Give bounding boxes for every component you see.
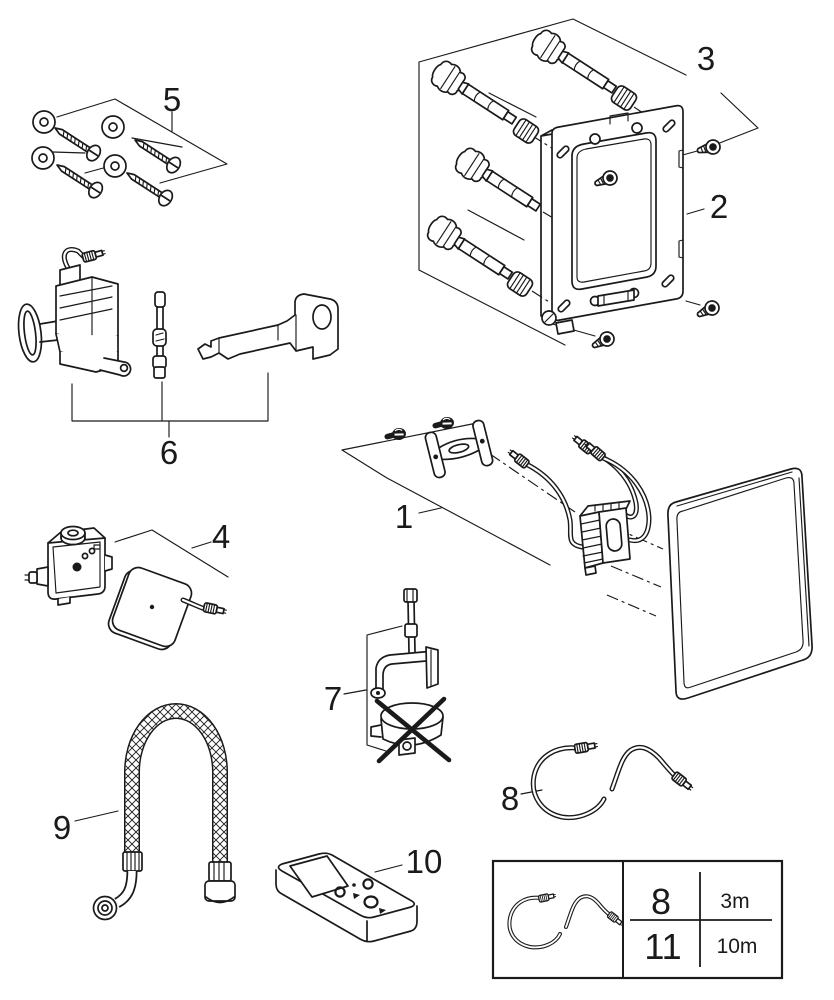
part7-clamp <box>370 588 439 699</box>
part1-cover-plate <box>667 467 813 700</box>
frame-screw <box>588 328 618 353</box>
cable-icon <box>507 891 626 950</box>
remote-button <box>363 895 379 909</box>
screw <box>121 165 176 210</box>
part3-threaded-bolt <box>422 211 536 299</box>
callout-2: 2 <box>710 188 728 225</box>
legend-table: 8 3m 11 10m <box>491 859 784 980</box>
part8-cable <box>520 739 696 821</box>
legend-ref-11: 11 <box>644 926 681 967</box>
legend-ref-8: 8 <box>651 881 671 922</box>
remote-arrow-button <box>353 893 360 899</box>
remote-button <box>362 878 374 890</box>
callout-9: 9 <box>53 809 71 846</box>
callout-8: 8 <box>501 780 519 817</box>
legend-table-grid <box>630 872 772 967</box>
callout-7: 7 <box>324 680 342 717</box>
part6-bracket <box>197 293 339 360</box>
callout-5: 5 <box>163 81 181 118</box>
callout-10-tick <box>374 864 403 873</box>
part3-threaded-bolt <box>526 25 640 113</box>
part1-sensor-cables <box>505 432 652 550</box>
callout-1: 1 <box>395 498 413 535</box>
callout-6: 6 <box>160 434 178 471</box>
part2-part3-frame-group <box>418 18 759 353</box>
screw <box>51 157 106 202</box>
part7-group <box>343 588 452 764</box>
washer <box>31 146 55 170</box>
part10-remote <box>275 852 418 943</box>
callout-9-tick <box>74 810 119 822</box>
legend-length-3m: 3m <box>720 890 749 913</box>
part1-axis-dashes <box>489 453 664 617</box>
part2-mounting-frame <box>540 104 684 335</box>
part7-leader-lines <box>343 625 403 752</box>
callout-2-tick <box>686 208 705 215</box>
remote-arrow-button <box>379 908 386 914</box>
part1-dogbone-bracket <box>424 419 494 479</box>
washer <box>101 115 125 139</box>
frame-screw <box>693 297 723 322</box>
callout-10: 10 <box>406 843 443 880</box>
callout-4: 4 <box>212 518 230 555</box>
plate-screw <box>386 427 406 442</box>
part4-cover <box>107 566 228 651</box>
remote-display <box>289 855 349 898</box>
part6-actuator-set <box>17 246 339 438</box>
part6-pin <box>152 291 167 379</box>
part1-control-module <box>579 500 631 576</box>
callout-8-tick <box>520 789 543 795</box>
part5-leader-lines <box>52 98 228 184</box>
part3-threaded-bolt <box>426 56 542 146</box>
part6-leader-lines <box>71 372 269 438</box>
part7-crossed-part <box>370 696 452 764</box>
part1-leader-lines <box>341 422 551 566</box>
frame-screw <box>695 137 723 159</box>
cable-connector <box>573 739 599 755</box>
part9-flex-hose <box>74 703 236 921</box>
callout-3: 3 <box>697 40 715 77</box>
part5-fixing-set <box>31 98 228 210</box>
washer <box>103 154 127 178</box>
remote-button <box>334 886 346 898</box>
part6-actuator-assembly <box>17 246 132 377</box>
part4-housing <box>24 525 113 606</box>
screw <box>49 120 104 165</box>
cable-connector <box>670 770 696 794</box>
cross-out-mark <box>374 696 452 764</box>
callout-labels: 5 3 2 6 4 1 7 8 9 10 <box>53 40 728 880</box>
part4-electronics-set <box>24 525 229 651</box>
legend-length-10m: 10m <box>717 935 758 958</box>
part4-leader-lines <box>114 529 229 578</box>
washer <box>32 110 56 134</box>
part1-mounting-set <box>341 416 813 700</box>
